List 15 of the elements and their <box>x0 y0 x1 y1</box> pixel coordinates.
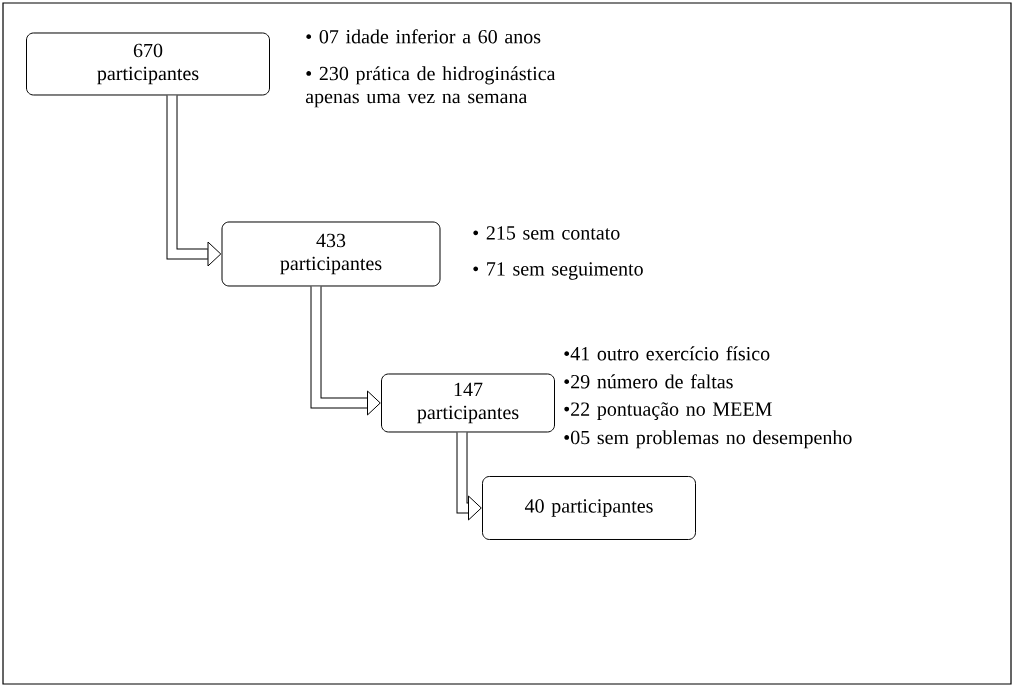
bullet-item: • 230 prática de hidroginástica apenas uma vez na semana <box>305 66 556 108</box>
hollow-arrow <box>166 95 222 267</box>
process-box: 147 participantes <box>381 373 555 433</box>
bullet-item: •41 outro exercício físico <box>564 346 770 361</box>
bullet-item: • 215 sem contato <box>473 226 620 240</box>
bullet-item: •05 sem problemas no desempenho <box>564 430 852 449</box>
process-box: 40 participantes <box>482 476 696 540</box>
bullet-item: • 07 idade inferior a 60 anos <box>306 29 541 44</box>
hollow-arrow <box>310 286 381 416</box>
bullet-item: • 71 sem seguimento <box>473 262 643 280</box>
process-box: 670 participantes <box>26 32 270 96</box>
hollow-arrow <box>456 432 482 521</box>
bullet-item: •29 número de faltas <box>564 374 733 389</box>
process-box: 433 participantes <box>221 221 441 287</box>
bullet-item: •22 pontuação no MEEM <box>564 402 772 420</box>
